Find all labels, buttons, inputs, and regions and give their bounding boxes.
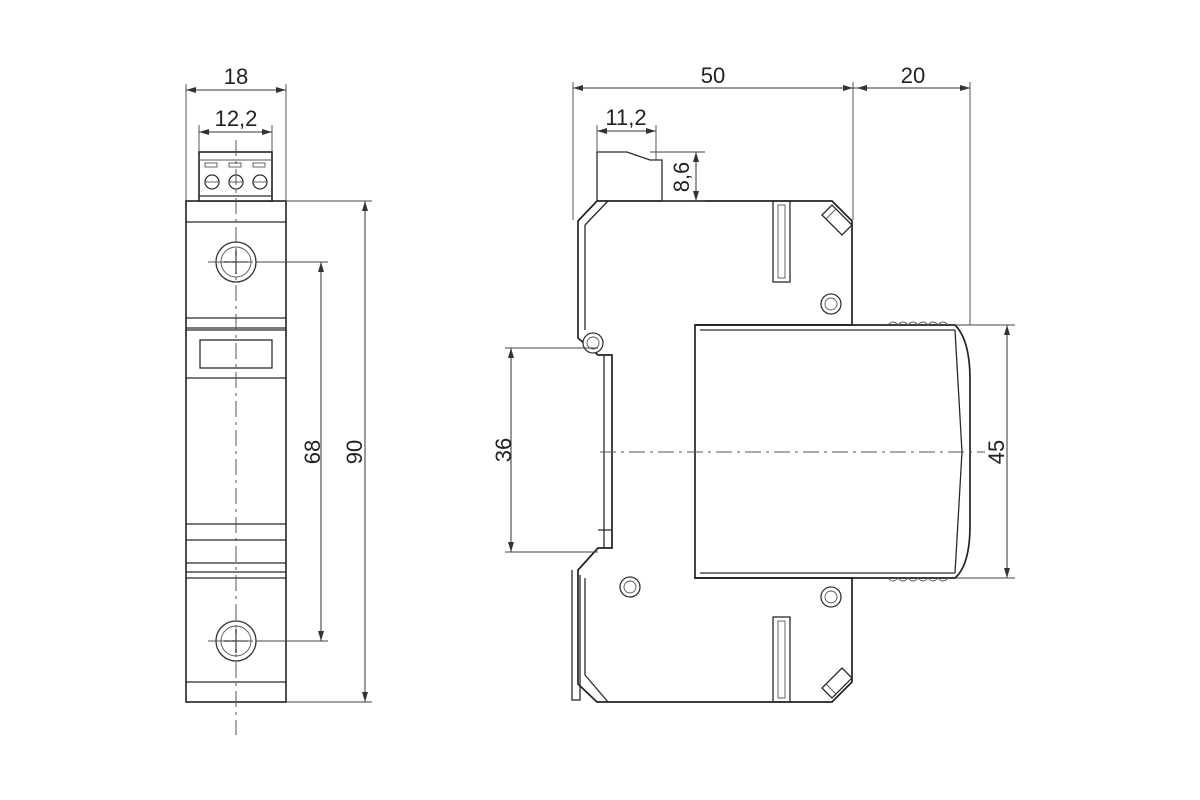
lower-latch	[821, 667, 853, 699]
din-clip	[571, 570, 581, 701]
lower-slot	[772, 616, 791, 703]
dim-terminal-height: 8,6	[669, 162, 694, 193]
upper-slot	[772, 200, 791, 283]
side-hole-2	[820, 293, 842, 315]
dim-front-width: 18	[224, 64, 248, 89]
upper-latch	[821, 204, 853, 236]
dim-mounting-pitch: 68	[300, 440, 325, 464]
dim-terminal-depth: 11,2	[605, 105, 646, 130]
dim-extra-depth: 20	[901, 63, 925, 88]
dim-side-depth: 50	[701, 63, 725, 88]
side-hole-3	[619, 576, 641, 598]
status-window	[199, 339, 273, 369]
dim-terminal-width: 12,2	[215, 106, 258, 131]
front-view: 18 12,2 68 90	[185, 64, 372, 735]
side-view: 50 20 11,2 8,6 36 45	[491, 63, 1015, 703]
side-hole-4	[820, 586, 842, 608]
side-terminal	[596, 151, 663, 201]
dim-front-face-height: 45	[984, 440, 1009, 464]
dim-din-rail-height: 36	[491, 438, 516, 462]
dim-total-height: 90	[342, 440, 367, 464]
side-hole-1	[582, 332, 604, 354]
